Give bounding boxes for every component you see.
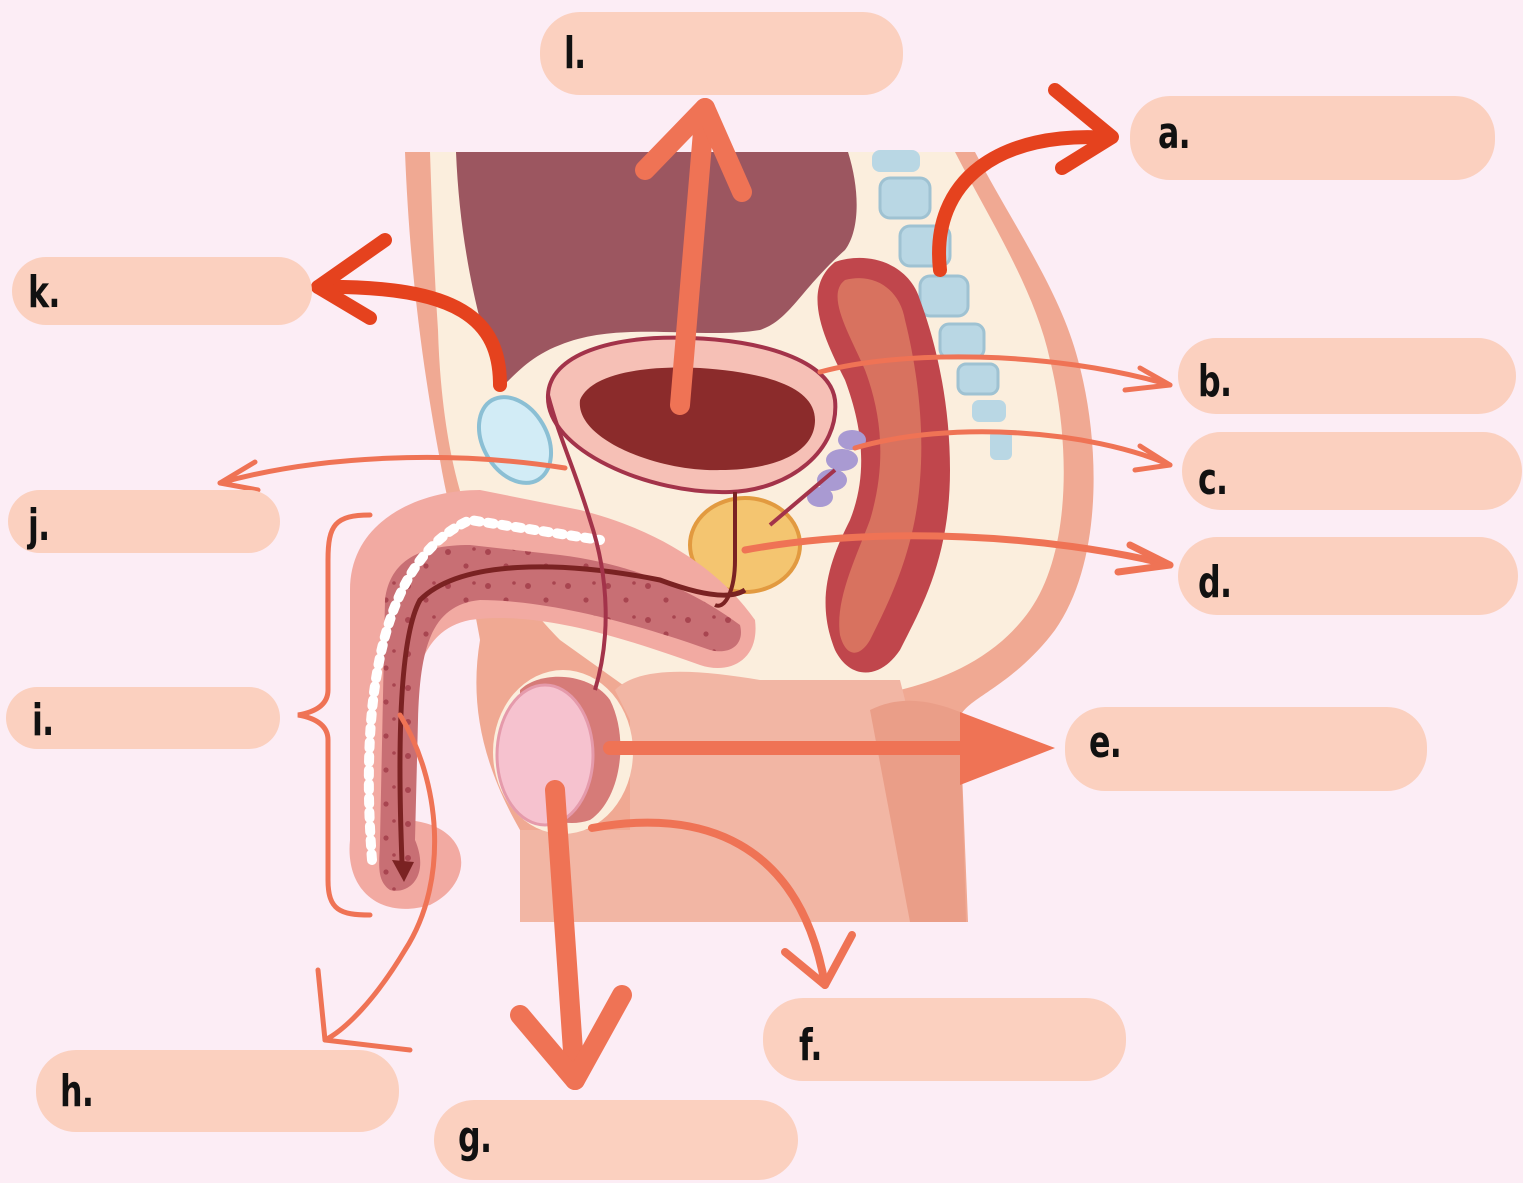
label-box-g[interactable]: g. xyxy=(434,1100,798,1180)
label-box-e[interactable]: e. xyxy=(1065,707,1427,791)
label-letter-i: i. xyxy=(32,699,53,743)
label-box-d[interactable]: d. xyxy=(1178,537,1518,615)
label-box-b[interactable]: b. xyxy=(1178,338,1516,414)
label-letter-b: b. xyxy=(1198,360,1231,404)
label-box-a[interactable]: a. xyxy=(1130,96,1495,180)
label-letter-j: j. xyxy=(28,504,49,548)
label-letter-d: d. xyxy=(1198,561,1231,605)
label-letter-e: e. xyxy=(1089,721,1121,765)
label-box-i[interactable]: i. xyxy=(6,687,280,749)
label-letter-f: f. xyxy=(799,1024,822,1068)
label-letter-a: a. xyxy=(1158,112,1190,156)
label-letter-k: k. xyxy=(28,271,60,315)
label-letter-c: c. xyxy=(1198,458,1227,502)
label-box-j[interactable]: j. xyxy=(8,490,280,553)
label-box-l[interactable]: l. xyxy=(540,12,903,95)
label-box-c[interactable]: c. xyxy=(1182,432,1522,510)
label-box-f[interactable]: f. xyxy=(763,998,1126,1081)
label-box-h[interactable]: h. xyxy=(36,1050,399,1132)
label-letter-l: l. xyxy=(564,32,585,76)
label-letter-g: g. xyxy=(458,1116,491,1160)
label-letter-h: h. xyxy=(60,1070,93,1114)
label-box-k[interactable]: k. xyxy=(12,257,312,325)
